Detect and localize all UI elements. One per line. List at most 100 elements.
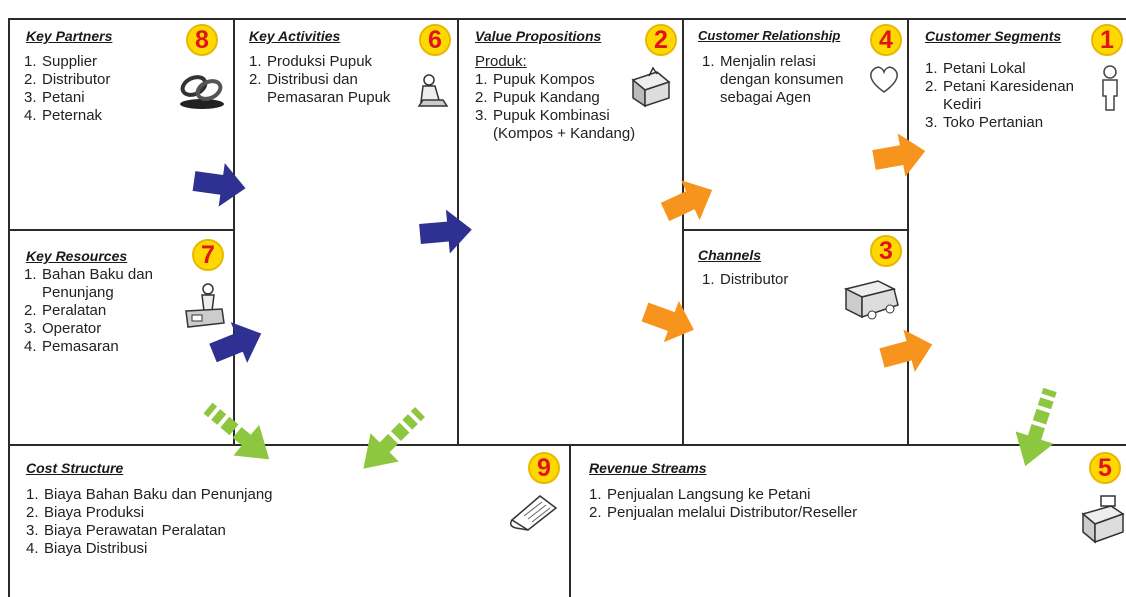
block-number-badge: 5	[1089, 452, 1121, 484]
cash-register-icon	[1081, 495, 1125, 544]
item-number: 4.	[24, 107, 37, 124]
worker-icon	[417, 74, 449, 107]
block-number-badge: 2	[645, 24, 677, 56]
item-number: 2.	[475, 89, 488, 106]
item-text: Petani Lokal	[943, 60, 1026, 77]
item-text: Biaya Distribusi	[44, 540, 148, 557]
divider	[8, 444, 1126, 446]
item-text: Biaya Bahan Baku dan Penunjang	[44, 486, 273, 503]
item-text: Biaya Produksi	[44, 504, 145, 521]
list-item: 1.Pupuk Kompos	[475, 71, 675, 89]
item-text: Distribusi dan Pemasaran Pupuk	[267, 71, 391, 106]
item-number: 2.	[925, 78, 938, 95]
item-list: 1.Produksi Pupuk 2. Distribusi dan Pemasa…	[249, 53, 421, 107]
list-item: 4. Pemasaran	[24, 338, 164, 356]
heart-icon	[870, 66, 898, 93]
list-item: 1. Menjalin relasi dengan konsumen sebaga…	[702, 53, 852, 107]
receipt-icon	[509, 495, 558, 531]
list-item: 3. Petani	[24, 89, 110, 107]
item-number: 2.	[589, 504, 602, 521]
block-number-badge: 6	[419, 24, 451, 56]
item-number: 2.	[26, 504, 39, 521]
cost-structure-block: Cost Structure 9 1.Biaya Bahan Baku dan …	[10, 446, 569, 597]
block-title: Value Propositions	[475, 28, 602, 44]
block-number-badge: 3	[870, 235, 902, 267]
list-item: 1.Penjualan Langsung ke Petani	[589, 486, 857, 504]
list-item: 2. Petani Karesidenan Kediri	[925, 78, 1103, 114]
item-text: Peralatan	[42, 302, 107, 319]
customer-segments-block: Customer Segments 1 1. Petani Lokal 2. Pet…	[909, 20, 1126, 444]
item-text: Penjualan Langsung ke Petani	[607, 486, 811, 503]
value-propositions-block: Value Propositions 2 Produk: 1.Pupuk Kom…	[459, 20, 682, 444]
block-title: Key Activities	[249, 28, 341, 44]
item-number: 1.	[24, 53, 37, 70]
list-item: 1. Supplier	[24, 53, 110, 71]
item-list: 1. Menjalin relasi dengan konsumen sebaga…	[702, 53, 852, 107]
chain-links-icon	[180, 75, 224, 109]
item-number: 4.	[26, 540, 39, 557]
item-number: 1.	[702, 271, 715, 288]
item-text: Biaya Perawatan Peralatan	[44, 522, 226, 539]
block-title: Revenue Streams	[589, 460, 707, 476]
key-resources-block: Key Resources 7 1. Bahan Baku dan Penunja…	[10, 231, 233, 444]
item-text: Distributor	[42, 71, 111, 88]
item-list: 1.Supplier 2.Distributor 3.Petani 4.Pete…	[24, 53, 110, 125]
list-item: 1. Bahan Baku dan Penunjang	[24, 266, 164, 302]
list-item: 4. Biaya Distribusi	[26, 540, 273, 558]
block-title: Customer Segments	[925, 28, 1062, 44]
item-number: 1.	[702, 53, 715, 70]
list-item: 1.Distributor	[702, 271, 788, 289]
item-text: Menjalin relasi dengan konsumen sebagai …	[720, 53, 844, 106]
block-number-badge: 4	[870, 24, 902, 56]
worker-machine-icon	[185, 283, 225, 328]
list-item: 3. Operator	[24, 320, 164, 338]
item-text: Petani	[42, 89, 85, 106]
item-number: 1.	[925, 60, 938, 77]
item-number: 1.	[26, 486, 39, 503]
item-number: 3.	[475, 107, 488, 124]
item-text: Bahan Baku dan Penunjang	[42, 266, 153, 301]
list-item: 1.Produksi Pupuk	[249, 53, 421, 71]
item-number: 3.	[24, 89, 37, 106]
item-text: Pupuk Kombinasi (Kompos + Kandang)	[493, 107, 636, 142]
item-number: 3.	[24, 320, 37, 337]
item-text: Petani Karesidenan Kediri	[943, 78, 1074, 113]
item-list: 1. Biaya Bahan Baku dan Penunjang 2. Biaya…	[26, 486, 273, 558]
list-item: 4.Peternak	[24, 107, 110, 125]
divider	[682, 229, 909, 231]
list-item: 2. Distribusi dan Pemasaran Pupuk	[249, 71, 421, 107]
block-title: Key Resources	[26, 248, 128, 264]
block-title: Customer Relationship	[698, 28, 841, 43]
block-title: Key Partners	[26, 28, 113, 44]
list-item: 3.Toko Pertanian	[925, 114, 1103, 132]
item-number: 4.	[24, 338, 37, 355]
key-activities-block: Key Activities 6 1.Produksi Pupuk 2. Dist…	[235, 20, 457, 444]
gift-box-icon	[631, 66, 671, 108]
customer-relationship-block: Customer Relationship 4 1. Menjalin relas…	[684, 20, 907, 229]
block-number-badge: 1	[1091, 24, 1123, 56]
key-partners-block: Key Partners 8 1.Supplier 2.Distributor …	[10, 20, 233, 229]
block-title: Channels	[698, 247, 762, 263]
item-number: 3.	[925, 114, 938, 131]
list-item: 1. Biaya Bahan Baku dan Penunjang	[26, 486, 273, 504]
divider	[8, 18, 1126, 20]
item-text: Pupuk Kandang	[493, 89, 600, 106]
item-text: Produksi Pupuk	[267, 53, 373, 70]
item-number: 2.	[249, 71, 262, 88]
item-number: 2.	[24, 302, 37, 319]
list-item: 2. Biaya Produksi	[26, 504, 273, 522]
block-number-badge: 7	[192, 239, 224, 271]
item-list: 1.Distributor	[702, 271, 788, 289]
list-item: 2. Pupuk Kandang	[475, 89, 675, 107]
list-item: 2.Penjualan melalui Distributor/Reseller	[589, 504, 857, 522]
list-item: 3.Biaya Perawatan Peralatan	[26, 522, 273, 540]
item-text: Pemasaran	[42, 338, 119, 355]
item-text: Pupuk Kompos	[493, 71, 595, 88]
item-text: Supplier	[42, 53, 98, 70]
item-text: Operator	[42, 320, 102, 337]
item-list: 1.Penjualan Langsung ke Petani 2.Penjual…	[589, 486, 857, 522]
item-number: 1.	[24, 266, 37, 283]
channels-block: Channels 3 1.Distributor	[684, 231, 907, 444]
divider	[8, 229, 235, 231]
